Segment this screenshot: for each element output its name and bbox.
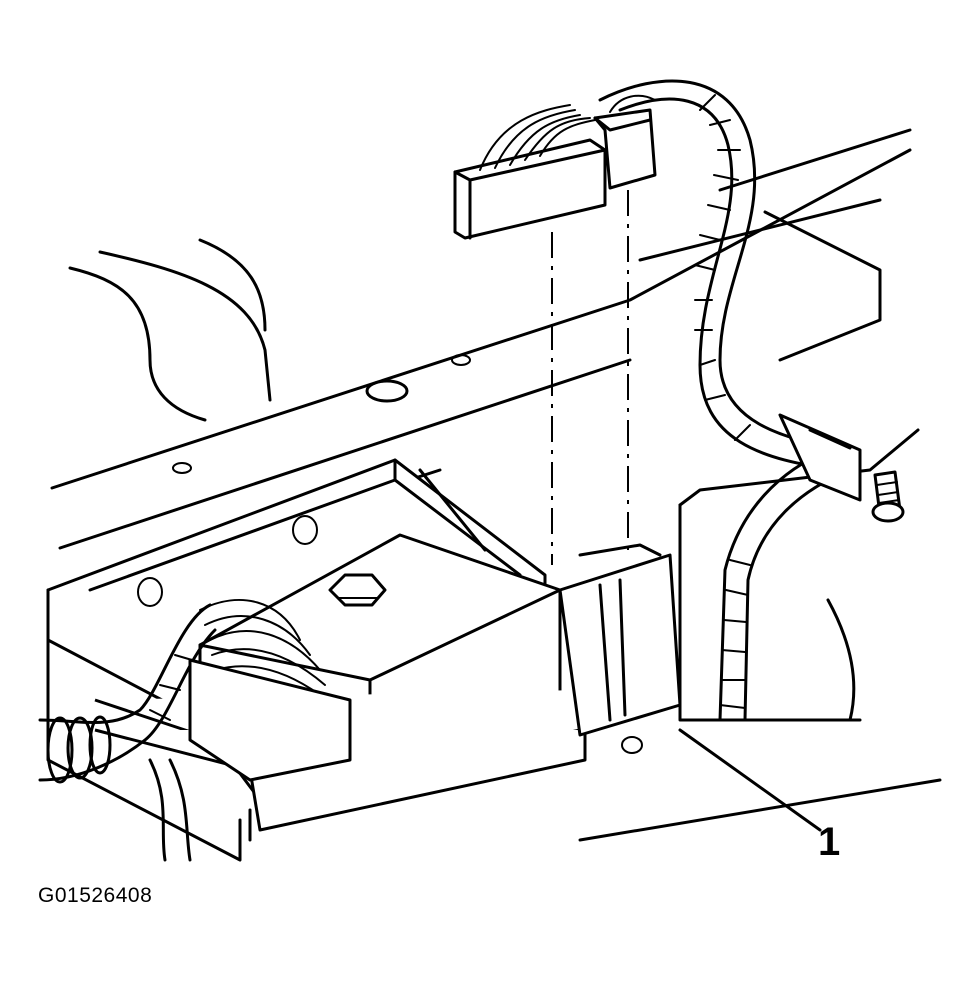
- upper-connectors: [453, 94, 657, 240]
- background-bracket: [68, 238, 272, 422]
- callout-leader: [678, 728, 822, 832]
- wiring-harness: [38, 79, 905, 862]
- callout-label-1: 1: [818, 820, 841, 864]
- retaining-nut: [328, 573, 387, 607]
- figure-id: G01526408: [38, 884, 153, 907]
- alignment-lines: [551, 190, 629, 565]
- bolt: [871, 470, 905, 523]
